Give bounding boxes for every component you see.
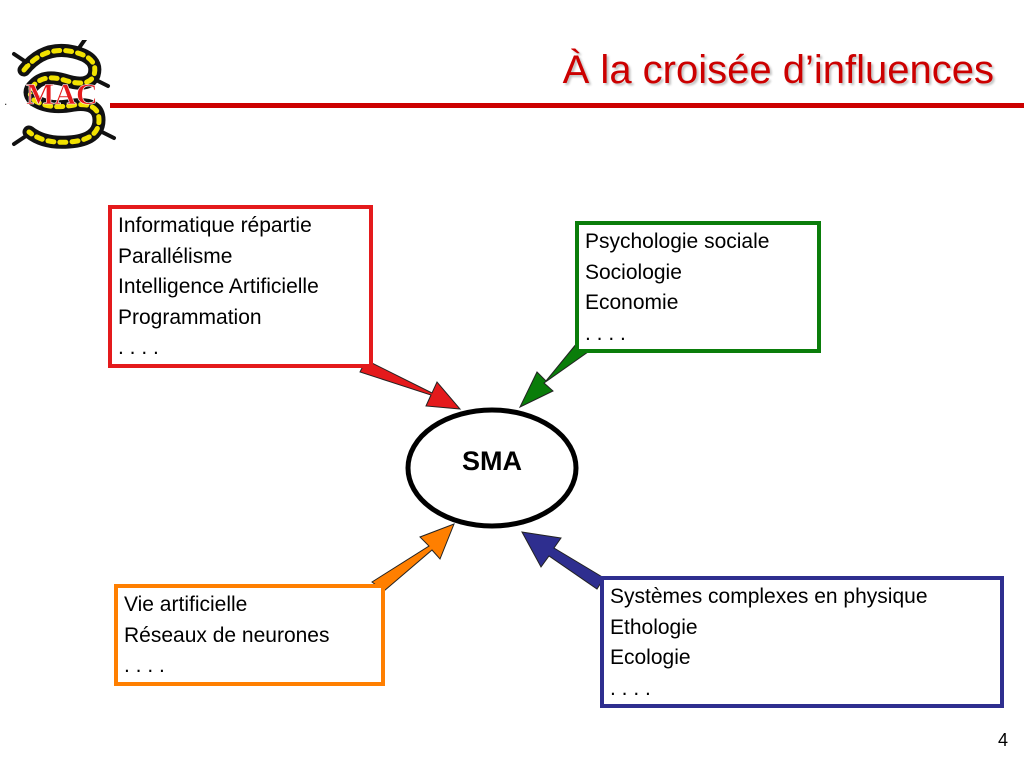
box-vie-artificielle: Vie artificielle Réseaux de neurones . .…: [114, 584, 385, 686]
box-line: . . . .: [585, 321, 626, 345]
arrow-psychologie-to-sma: [518, 342, 589, 409]
box-line: Psychologie sociale: [585, 230, 770, 253]
box-line: Ethologie: [610, 615, 698, 639]
salamander-logo: MAC: [12, 40, 116, 149]
arrow-informatique-to-sma: [359, 359, 462, 410]
box-informatique: Informatique répartie Parallélisme Intel…: [108, 205, 373, 368]
logo-text: MAC: [26, 78, 98, 111]
box-line: Economie: [585, 291, 679, 314]
box-line: . . . .: [124, 654, 165, 677]
box-line: Sociologie: [585, 260, 682, 284]
arrow-systemes-to-sma: [521, 531, 605, 590]
box-line: Vie artificielle: [124, 593, 248, 616]
box-line: Programmation: [118, 305, 262, 329]
page-number: 4: [997, 730, 1008, 750]
box-systemes-complexes: Systèmes complexes en physique Ethologie…: [600, 576, 1004, 708]
box-line: Informatique répartie: [118, 214, 312, 237]
box-line: Réseaux de neurones: [124, 623, 330, 647]
logo-dot: .: [4, 94, 8, 108]
box-psychologie: Psychologie sociale Sociologie Economie …: [575, 221, 821, 353]
title-rule: [110, 103, 1024, 108]
box-line: Parallélisme: [118, 244, 233, 268]
arrow-vie-artificielle-to-sma: [371, 523, 455, 592]
sma-label: SMA: [462, 446, 522, 476]
box-line: . . . .: [118, 336, 159, 359]
box-line: Intelligence Artificielle: [118, 275, 319, 298]
box-line: . . . .: [610, 676, 651, 700]
sma-ellipse: [405, 407, 579, 529]
box-line: Systèmes complexes en physique: [610, 585, 928, 608]
box-line: Ecologie: [610, 646, 691, 669]
slide-title: À la croisée d’influences: [562, 48, 994, 92]
